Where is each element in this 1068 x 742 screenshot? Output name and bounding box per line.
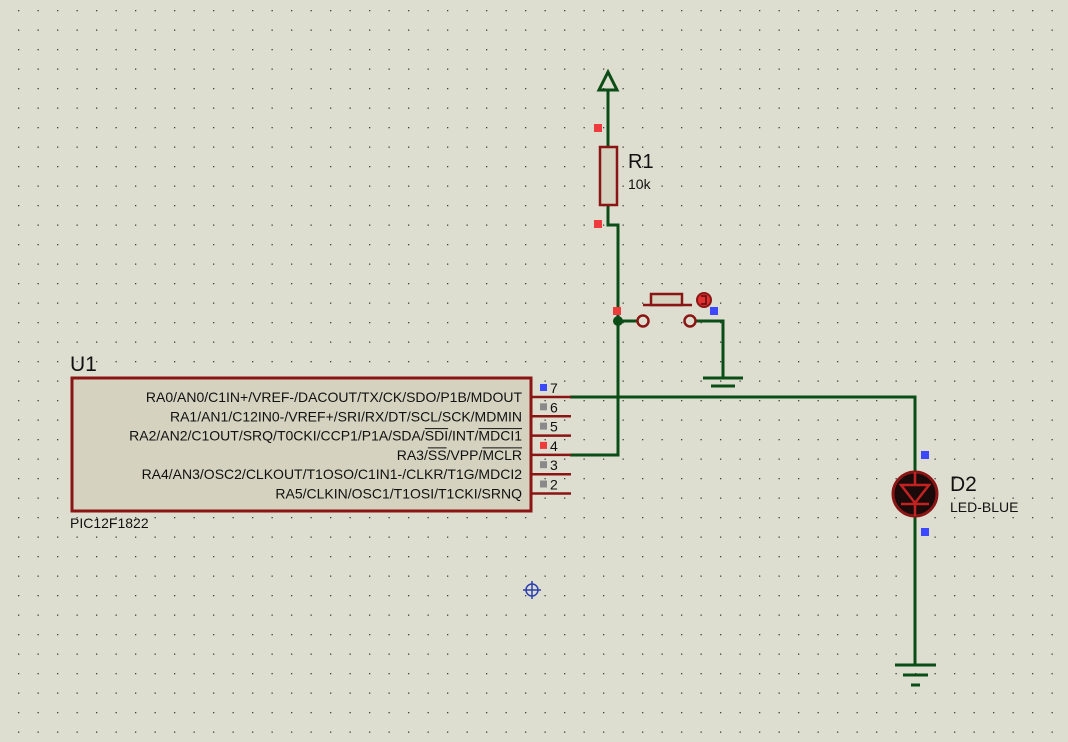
ic-part-label: PIC12F1822 [70, 515, 149, 531]
resistor-value-label: 10k [628, 176, 652, 192]
ic-body[interactable] [70, 376, 533, 513]
wire-r1-to-mclr[interactable] [570, 205, 620, 457]
wire-ra0-to-led[interactable] [570, 395, 917, 475]
ground-symbol-led[interactable] [895, 663, 936, 687]
microcontroller-u1[interactable]: U1 7RA0/AN0/C1IN+/VREF-/DACOUT/TX/CK/SDO… [70, 353, 571, 531]
ic-pin-7[interactable]: 7RA0/AN0/C1IN+/VREF-/DACOUT/TX/CK/SDO/P1… [146, 380, 571, 405]
pin-marker-6[interactable] [540, 403, 547, 411]
grid-dots [18, 10, 1053, 733]
led-d2[interactable]: D2 LED-BLUE [891, 451, 1018, 536]
pin-marker-7[interactable] [540, 384, 547, 391]
ic-pin-5[interactable]: 5RA2/AN2/C1OUT/SRQ/T0CKI/CCP1/P1A/SDA/SD… [129, 419, 571, 444]
ic-pins: 7RA0/AN0/C1IN+/VREF-/DACOUT/TX/CK/SDO/P1… [129, 380, 571, 502]
pin-number: 2 [550, 477, 558, 493]
pin-marker-switch-left[interactable] [613, 307, 621, 315]
pin-label: RA1/AN1/C12IN0-/VREF+/SRI/RX/DT/SCL/SCK/… [170, 408, 522, 424]
pin-number: 6 [550, 399, 558, 415]
led-ref-label: D2 [950, 473, 977, 496]
wire-junction[interactable] [613, 316, 623, 326]
resistor-ref-label: R1 [628, 151, 654, 173]
pin-label: RA5/CLKIN/OSC1/T1OSI/T1CKI/SRNQ [275, 486, 522, 502]
ic-pin-3[interactable]: 3RA4/AN3/OSC2/CLKOUT/T1OSO/C1IN1-/CLKR/T… [142, 457, 571, 482]
wire-switch-to-ground[interactable] [696, 319, 725, 378]
power-terminal[interactable] [596, 68, 620, 92]
resistor-r1[interactable]: R1 10k [594, 124, 654, 228]
pin-number: 5 [550, 419, 558, 435]
pin-number: 4 [550, 438, 558, 454]
switch-actuator-icon[interactable] [696, 292, 712, 308]
pin-label: RA3/SS/VPP/MCLR [397, 447, 522, 463]
switch-contact-right [683, 314, 697, 328]
pin-marker-r1-bottom[interactable] [594, 220, 602, 228]
pin-marker-5[interactable] [540, 422, 547, 430]
pin-marker-2[interactable] [540, 480, 547, 488]
pin-label: RA0/AN0/C1IN+/VREF-/DACOUT/TX/CK/SDO/P1B… [146, 389, 523, 405]
pin-label: RA2/AN2/C1OUT/SRQ/T0CKI/CCP1/P1A/SDA/SDI… [129, 428, 522, 444]
pin-number: 3 [550, 457, 558, 473]
pin-marker-r1-top[interactable] [594, 124, 602, 132]
pin-number: 7 [550, 380, 558, 396]
ic-pin-6[interactable]: 6RA1/AN1/C12IN0-/VREF+/SRI/RX/DT/SCL/SCK… [170, 399, 571, 424]
pin-marker-led-anode[interactable] [921, 451, 929, 459]
push-button-switch[interactable] [613, 292, 718, 328]
ground-symbol-switch[interactable] [703, 376, 743, 388]
ic-ref-label: U1 [70, 353, 97, 376]
crosshair-cursor-icon [523, 581, 541, 599]
pin-marker-4[interactable] [540, 441, 547, 449]
pin-marker-led-cathode[interactable] [921, 528, 929, 536]
pin-label: RA4/AN3/OSC2/CLKOUT/T1OSO/C1IN1-/CLKR/T1… [142, 466, 523, 482]
pin-marker-3[interactable] [540, 461, 547, 469]
switch-contact-left [636, 314, 650, 328]
led-value-label: LED-BLUE [950, 499, 1018, 515]
pin-marker-switch-right[interactable] [710, 307, 718, 315]
